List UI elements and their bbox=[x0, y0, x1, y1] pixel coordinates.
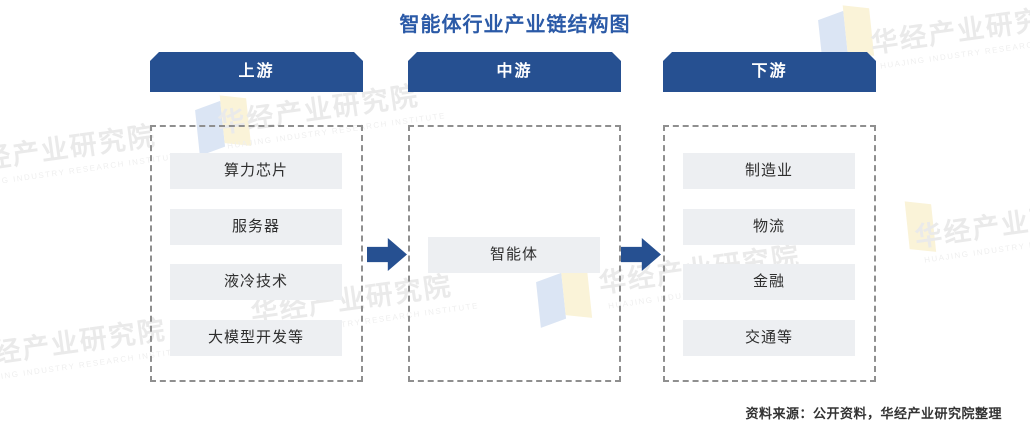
node-servers: 服务器 bbox=[170, 209, 342, 245]
node-manufacturing: 制造业 bbox=[683, 153, 855, 189]
huajing-logo-icon bbox=[877, 199, 939, 267]
node-agent: 智能体 bbox=[428, 237, 600, 273]
node-logistics: 物流 bbox=[683, 209, 855, 245]
downstream-group-box: 制造业 物流 金融 交通等 bbox=[663, 125, 876, 382]
watermark: 华经产业研究院 HUAJING INDUSTRY RESEARCH INSTIT… bbox=[912, 194, 1030, 265]
upstream-group-box: 算力芯片 服务器 液冷技术 大模型开发等 bbox=[150, 125, 363, 382]
column-header-midstream: 中游 bbox=[408, 52, 621, 92]
source-note: 资料来源：公开资料，华经产业研究院整理 bbox=[745, 406, 1002, 421]
diagram-title: 智能体行业产业链结构图 bbox=[399, 14, 631, 36]
node-liquid-cooling: 液冷技术 bbox=[170, 264, 342, 300]
node-large-models: 大模型开发等 bbox=[170, 320, 342, 356]
column-header-upstream: 上游 bbox=[150, 52, 363, 92]
node-computing-chips: 算力芯片 bbox=[170, 153, 342, 189]
midstream-group-box: 智能体 bbox=[408, 125, 621, 382]
column-downstream: 下游 制造业 物流 金融 交通等 bbox=[663, 0, 876, 430]
column-upstream: 上游 算力芯片 服务器 液冷技术 大模型开发等 bbox=[150, 0, 363, 430]
arrow-right-icon bbox=[621, 238, 661, 271]
column-header-downstream: 下游 bbox=[663, 52, 876, 92]
node-transport: 交通等 bbox=[683, 320, 855, 356]
arrow-right-icon bbox=[367, 238, 407, 271]
node-finance: 金融 bbox=[683, 264, 855, 300]
column-midstream: 中游 智能体 bbox=[408, 0, 621, 430]
